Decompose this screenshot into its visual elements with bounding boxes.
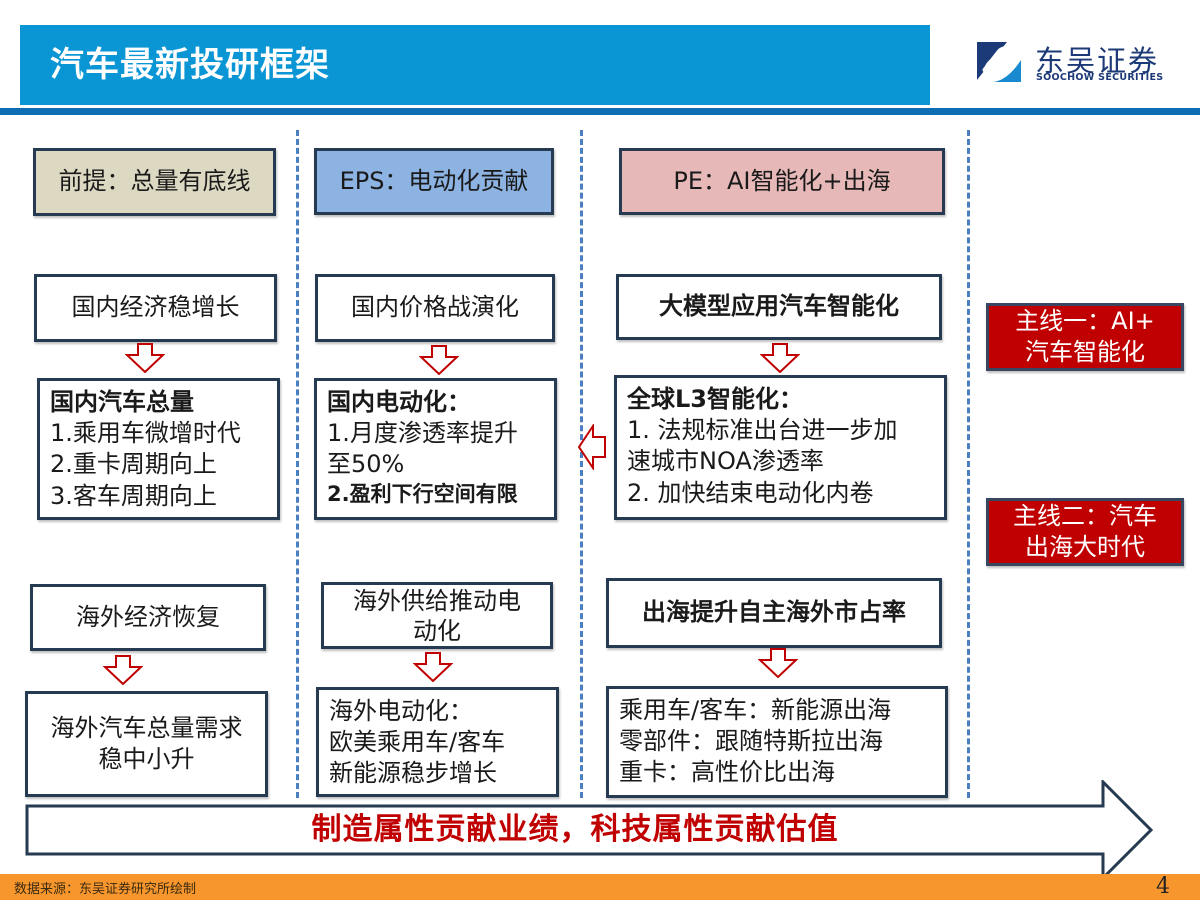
llm-intelligence-label: 大模型应用汽车智能化 xyxy=(659,292,899,321)
arrow-left-icon xyxy=(577,424,606,470)
list-item: 2.重卡周期向上 xyxy=(50,450,217,479)
column-2-header: EPS：电动化贡献 xyxy=(314,148,554,215)
column-3-header: PE：AI智能化+出海 xyxy=(619,148,945,215)
column-2-header-label: EPS：电动化贡献 xyxy=(339,166,529,195)
overseas-share-box: 出海提升自主海外市占率 xyxy=(606,578,942,648)
overseas-economy-label: 海外经济恢复 xyxy=(76,602,220,631)
list-item: 1. 法规标准出台进一步加 xyxy=(627,416,898,445)
overseas-ev-line: 欧美乘用车/客车 xyxy=(329,728,506,757)
main-line-2-text: 主线二：汽车 xyxy=(1013,501,1157,530)
overseas-ev-line: 新能源稳步增长 xyxy=(329,759,497,788)
overseas-share-label: 出海提升自主海外市占率 xyxy=(642,598,906,627)
domestic-ev-box: 国内电动化： 1.月度渗透率提升 至50% 2.盈利下行空间有限 xyxy=(314,378,557,520)
llm-intelligence-box: 大模型应用汽车智能化 xyxy=(616,274,942,340)
title-bar: 汽车最新投研框架 xyxy=(20,25,930,105)
export-segments-box: 乘用车/客车：新能源出海 零部件：跟随特斯拉出海 重卡：高性价比出海 xyxy=(606,686,948,798)
price-war-box: 国内价格战演化 xyxy=(315,274,555,342)
column-divider-3 xyxy=(967,130,970,798)
overseas-demand-line: 海外汽车总量需求 xyxy=(50,713,243,742)
arrow-down-icon xyxy=(413,652,453,682)
footer-source: 数据来源：东吴证券研究所绘制 xyxy=(14,882,197,897)
soochow-logo: 东吴证券 SOOCHOW SECURITIES xyxy=(977,40,1177,84)
big-right-arrow-icon xyxy=(25,780,1154,880)
overseas-supply-box: 海外供给推动电 动化 xyxy=(321,582,553,649)
column-3-header-label: PE：AI智能化+出海 xyxy=(673,166,891,195)
export-segment-line: 乘用车/客车：新能源出海 xyxy=(619,696,892,724)
list-item: 1.月度渗透率提升 xyxy=(327,419,518,448)
page-number: 4 xyxy=(1156,874,1170,899)
overseas-demand-line: 稳中小升 xyxy=(98,745,195,773)
domestic-economy-box: 国内经济稳增长 xyxy=(34,274,277,342)
overseas-supply-line: 动化 xyxy=(413,616,461,645)
overseas-supply-line: 海外供给推动电 xyxy=(353,586,521,615)
export-segment-line: 重卡：高性价比出海 xyxy=(619,758,835,787)
column-1-header: 前提：总量有底线 xyxy=(33,148,276,216)
export-segment-line: 零部件：跟随特斯拉出海 xyxy=(619,727,883,756)
soochow-logo-icon xyxy=(977,42,1021,82)
domestic-economy-label: 国内经济稳增长 xyxy=(71,293,240,322)
logo-en-text: SOOCHOW SECURITIES xyxy=(1036,72,1164,83)
arrow-down-icon xyxy=(758,648,798,678)
domestic-auto-volume-box: 国内汽车总量 1.乘用车微增时代 2.重卡周期向上 3.客车周期向上 xyxy=(37,378,280,520)
main-line-1-text: 汽车智能化 xyxy=(1024,338,1145,366)
list-item: 2. 加快结束电动化内卷 xyxy=(627,478,874,507)
global-l3-title: 全球L3智能化： xyxy=(627,385,803,413)
domestic-ev-title: 国内电动化： xyxy=(327,388,471,416)
list-item: 3.客车周期向上 xyxy=(50,481,217,510)
main-line-1-badge: 主线一：AI+ 汽车智能化 xyxy=(986,303,1184,371)
global-l3-box: 全球L3智能化： 1. 法规标准出台进一步加 速城市NOA渗透率 2. 加快结束… xyxy=(614,375,947,520)
main-line-1-text: 主线一：AI+ xyxy=(1015,306,1155,335)
page-title: 汽车最新投研框架 xyxy=(50,45,330,85)
list-item: 2.盈利下行空间有限 xyxy=(327,481,518,506)
arrow-down-icon xyxy=(419,345,459,375)
price-war-label: 国内价格战演化 xyxy=(351,293,519,322)
list-item: 1.乘用车微增时代 xyxy=(50,419,241,448)
overseas-auto-demand-box: 海外汽车总量需求 稳中小升 xyxy=(25,691,268,797)
domestic-auto-volume-title: 国内汽车总量 xyxy=(50,388,194,416)
main-line-2-text: 出海大时代 xyxy=(1025,533,1145,561)
arrow-banner-text: 制造属性贡献业绩，科技属性贡献估值 xyxy=(311,812,839,847)
overseas-ev-line: 海外电动化： xyxy=(329,697,473,725)
list-item: 至50% xyxy=(327,450,405,479)
arrow-down-icon xyxy=(103,655,143,685)
arrow-down-icon xyxy=(760,343,800,373)
logo-cn-text: 东吴证券 xyxy=(1035,44,1160,78)
overseas-ev-box: 海外电动化： 欧美乘用车/客车 新能源稳步增长 xyxy=(316,687,559,797)
footer-bar: 数据来源：东吴证券研究所绘制 4 xyxy=(0,874,1200,900)
overseas-economy-box: 海外经济恢复 xyxy=(30,584,266,651)
arrow-down-icon xyxy=(125,343,165,373)
header-rule xyxy=(0,108,1200,115)
column-divider-1 xyxy=(296,130,299,798)
list-item: 速城市NOA渗透率 xyxy=(627,447,824,476)
column-1-header-label: 前提：总量有底线 xyxy=(58,167,251,196)
column-divider-2 xyxy=(580,130,583,798)
main-line-2-badge: 主线二：汽车 出海大时代 xyxy=(986,498,1184,566)
